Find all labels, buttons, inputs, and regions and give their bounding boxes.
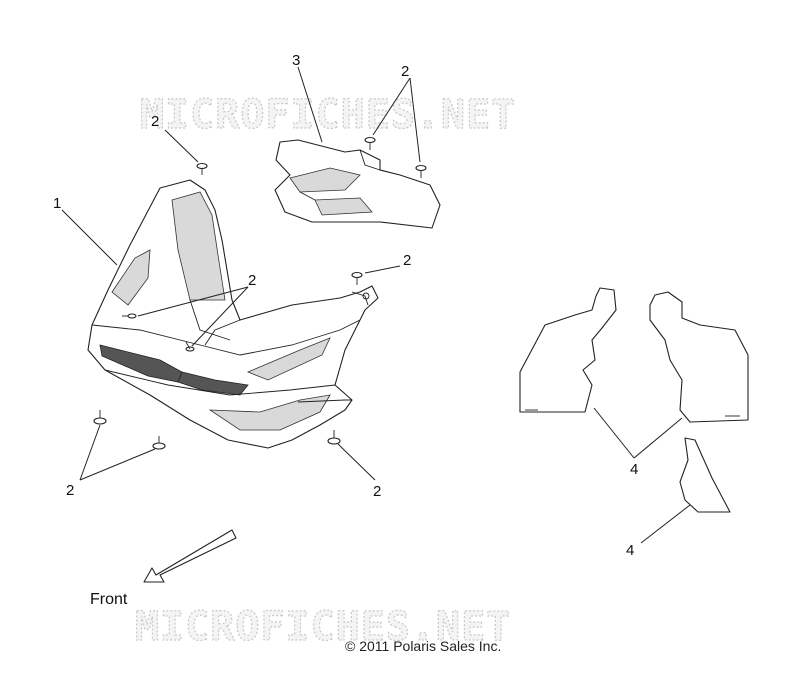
watermark-top: MICROFICHES.NET (140, 92, 516, 138)
part-4-side-panel-left (519, 287, 617, 413)
callout-4-bottom: 4 (626, 542, 634, 559)
fastener-center-b (185, 341, 195, 352)
part-4-side-panel-right (649, 291, 749, 423)
fastener-panel-left (364, 136, 376, 150)
fastener-center-a (122, 313, 137, 319)
callout-3: 3 (292, 52, 300, 69)
fastener-bottom-left-b (152, 436, 166, 450)
callout-1: 1 (53, 195, 61, 212)
fastener-right-mid (351, 271, 363, 285)
front-direction-arrow (143, 529, 237, 583)
callout-2-center: 2 (248, 272, 256, 289)
fastener-panel-right (415, 164, 427, 178)
part-4-small-panel (679, 437, 731, 513)
callout-2-bottom-right: 2 (373, 483, 381, 500)
fastener-top-left (196, 162, 208, 175)
part-1-hood (87, 179, 379, 449)
part-3-upper-panel (274, 139, 441, 229)
copyright-notice: © 2011 Polaris Sales Inc. (345, 638, 501, 654)
front-label: Front (90, 591, 128, 608)
fastener-bottom-left-a (93, 410, 107, 425)
leader-lines (61, 66, 691, 544)
callout-4-mid: 4 (630, 461, 638, 478)
callout-2-top-right: 2 (401, 63, 409, 80)
watermark-bottom: MICROFICHES.NET (135, 604, 511, 650)
callout-2-top-left: 2 (151, 113, 159, 130)
callout-2-right-mid: 2 (403, 252, 411, 269)
fastener-bottom-right (327, 430, 341, 445)
callout-2-bottom-left: 2 (66, 482, 74, 499)
